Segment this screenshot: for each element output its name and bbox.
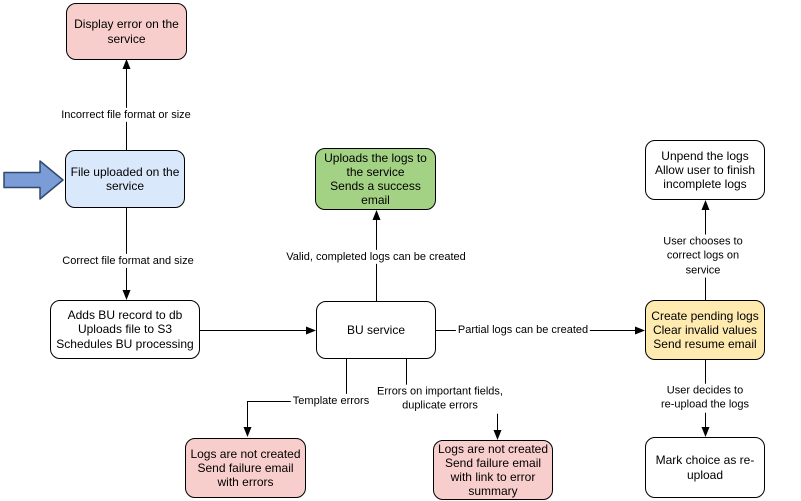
node-create-pending-logs: Create pending logs Clear invalid values… bbox=[645, 300, 765, 360]
node-unpend-logs: Unpend the logs Allow user to finish inc… bbox=[645, 140, 765, 200]
edge-incorrect-format bbox=[122, 59, 131, 150]
node-display-error: Display error on the service bbox=[66, 3, 187, 60]
edge-label-template-errors: Template errors bbox=[290, 393, 372, 409]
edge-label-incorrect-format: Incorrect file format or size bbox=[59, 107, 193, 123]
arrowhead-up-icon bbox=[372, 210, 381, 220]
node-failure-field-errors: Logs are not created Send failure email … bbox=[433, 440, 553, 500]
node-bu-service: BU service bbox=[316, 301, 436, 359]
edge-label-correct-format: Correct file format and size bbox=[60, 253, 196, 269]
node-file-uploaded: File uploaded on the service bbox=[65, 150, 185, 208]
edge-label-valid-logs: Valid, completed logs can be created bbox=[284, 249, 468, 265]
arrowhead-right-icon bbox=[306, 326, 316, 335]
arrowhead-down-icon bbox=[701, 427, 710, 437]
node-upload-success: Uploads the logs to the service Sends a … bbox=[315, 148, 436, 210]
node-failure-template-errors: Logs are not created Send failure email … bbox=[185, 438, 306, 498]
edge-label-partial-logs: Partial logs can be created bbox=[455, 322, 591, 338]
edge-label-user-corrects: User chooses to correct logs on service bbox=[654, 234, 752, 278]
node-mark-reupload: Mark choice as re-upload bbox=[645, 437, 765, 498]
edge-adds-to-service bbox=[200, 326, 316, 335]
arrowhead-up-icon bbox=[701, 200, 710, 210]
edge-label-user-reuploads: User decides to re-upload the logs bbox=[657, 383, 753, 413]
arrowhead-right-icon bbox=[635, 326, 645, 335]
arrowhead-down-icon bbox=[243, 427, 252, 437]
arrowhead-up-icon bbox=[122, 59, 131, 69]
edge-label-field-errors: Errors on important fields, duplicate er… bbox=[375, 384, 505, 414]
node-adds-bu-record: Adds BU record to db Uploads file to S3 … bbox=[50, 300, 200, 359]
entry-arrow-icon bbox=[3, 160, 64, 200]
arrowhead-down-icon bbox=[493, 430, 502, 440]
arrowhead-down-icon bbox=[122, 290, 131, 300]
edge-correct-format bbox=[122, 208, 131, 300]
